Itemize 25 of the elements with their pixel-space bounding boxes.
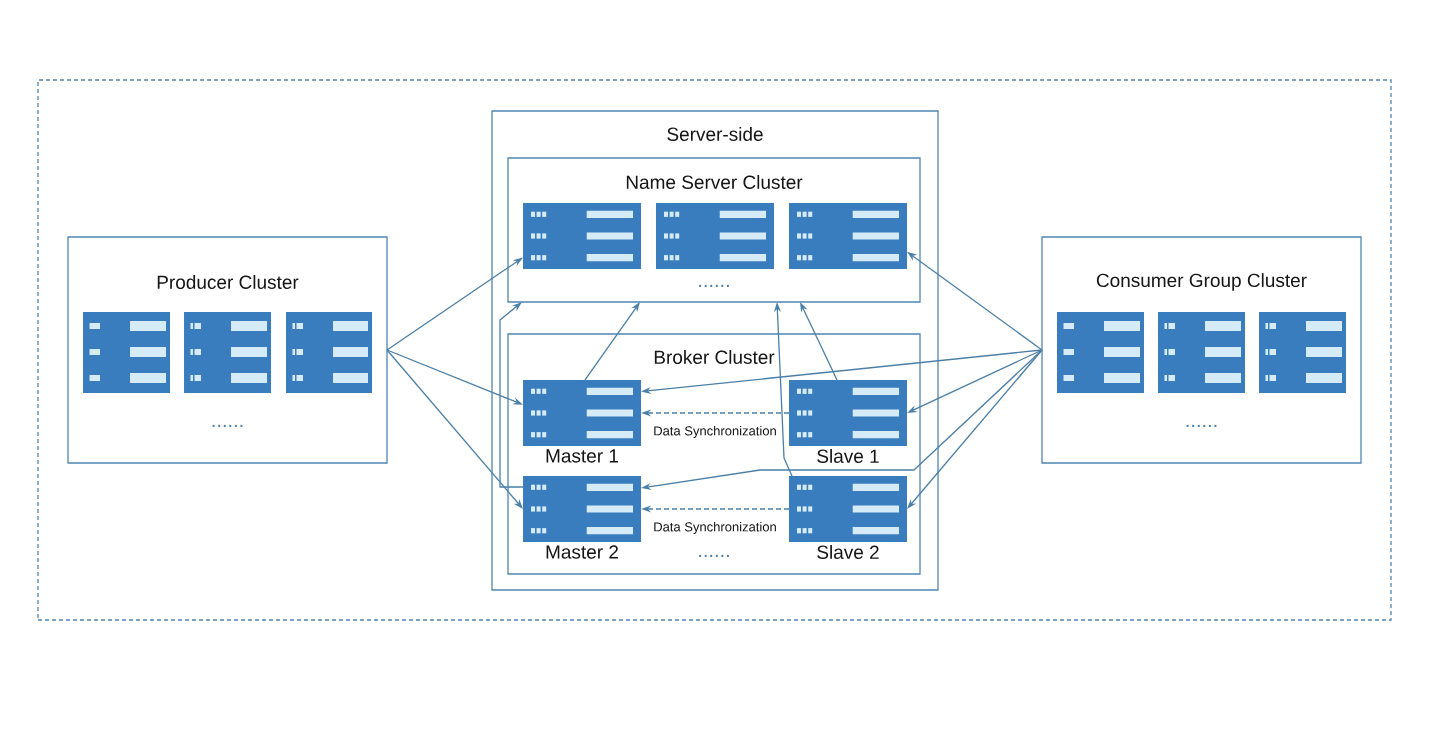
- server-label: Master 2: [546, 545, 618, 559]
- server-icon: [523, 203, 641, 269]
- arrow: [386, 257, 523, 351]
- ellipsis: ......: [212, 424, 243, 427]
- server-icon: [656, 203, 774, 269]
- server-icon: [1259, 312, 1346, 393]
- ellipsis: ......: [699, 284, 729, 287]
- server-icon: [1158, 312, 1245, 393]
- server-icon: [789, 203, 907, 269]
- dashed-frame: [37, 79, 1392, 621]
- ellipsis: ......: [699, 554, 729, 557]
- ellipsis: ......: [1186, 424, 1217, 427]
- arrow: [386, 349, 523, 509]
- server-label: Slave 1: [817, 449, 879, 463]
- server-label: Slave 2: [817, 545, 879, 559]
- arrow: [584, 302, 640, 381]
- server-icon: [1057, 312, 1144, 393]
- server-label: Master 1: [546, 449, 618, 463]
- edge-label: Data Synchronization: [651, 520, 779, 536]
- arrow: [499, 302, 524, 488]
- server-icon: [83, 312, 170, 393]
- server-icon: [184, 312, 271, 393]
- server-icon: [286, 312, 372, 393]
- arrow: [907, 349, 1043, 509]
- edge-label: Data Synchronization: [651, 424, 779, 440]
